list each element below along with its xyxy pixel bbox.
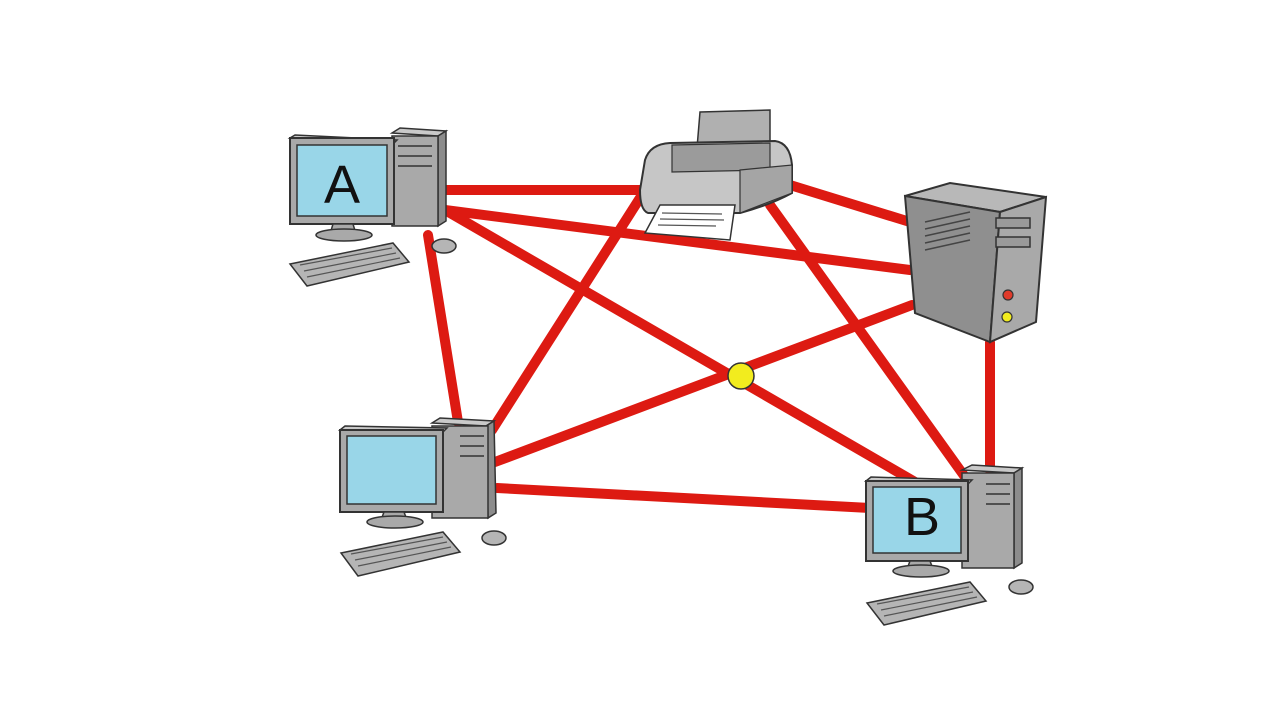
- monitor-icon: [287, 134, 399, 242]
- tower-icon: [959, 464, 1025, 570]
- status-led-icon: [1001, 311, 1013, 323]
- printer-icon: [638, 109, 793, 241]
- link-a-computer-c: [423, 230, 463, 427]
- link-printer-server: [785, 180, 915, 227]
- mouse-icon: [431, 238, 457, 254]
- link-computer-c-server: [490, 300, 917, 467]
- keyboard-icon: [288, 242, 411, 287]
- computer-b-label: B: [904, 487, 940, 547]
- link-printer-computer-b: [765, 200, 970, 482]
- keyboard-icon: [339, 531, 462, 577]
- computer-c: [337, 417, 507, 577]
- monitor-icon: [863, 476, 974, 578]
- tower-icon: [389, 127, 449, 228]
- computer-a: A: [287, 127, 457, 287]
- keyboard-icon: [865, 581, 988, 626]
- link-a-server: [440, 205, 915, 275]
- link-a-computer-b: [440, 205, 920, 487]
- server-tower-icon: [903, 181, 1048, 344]
- link-computer-c-computer-b: [492, 483, 875, 513]
- link-printer-computer-c: [487, 193, 645, 435]
- mouse-icon: [1008, 579, 1034, 595]
- monitor-icon: [337, 425, 449, 529]
- computer-a-label: A: [324, 155, 360, 215]
- junction-dot-icon: [727, 362, 755, 390]
- mouse-icon: [481, 530, 507, 546]
- network-links: [423, 180, 995, 513]
- computer-b: B: [863, 464, 1034, 626]
- power-led-icon: [1002, 289, 1014, 301]
